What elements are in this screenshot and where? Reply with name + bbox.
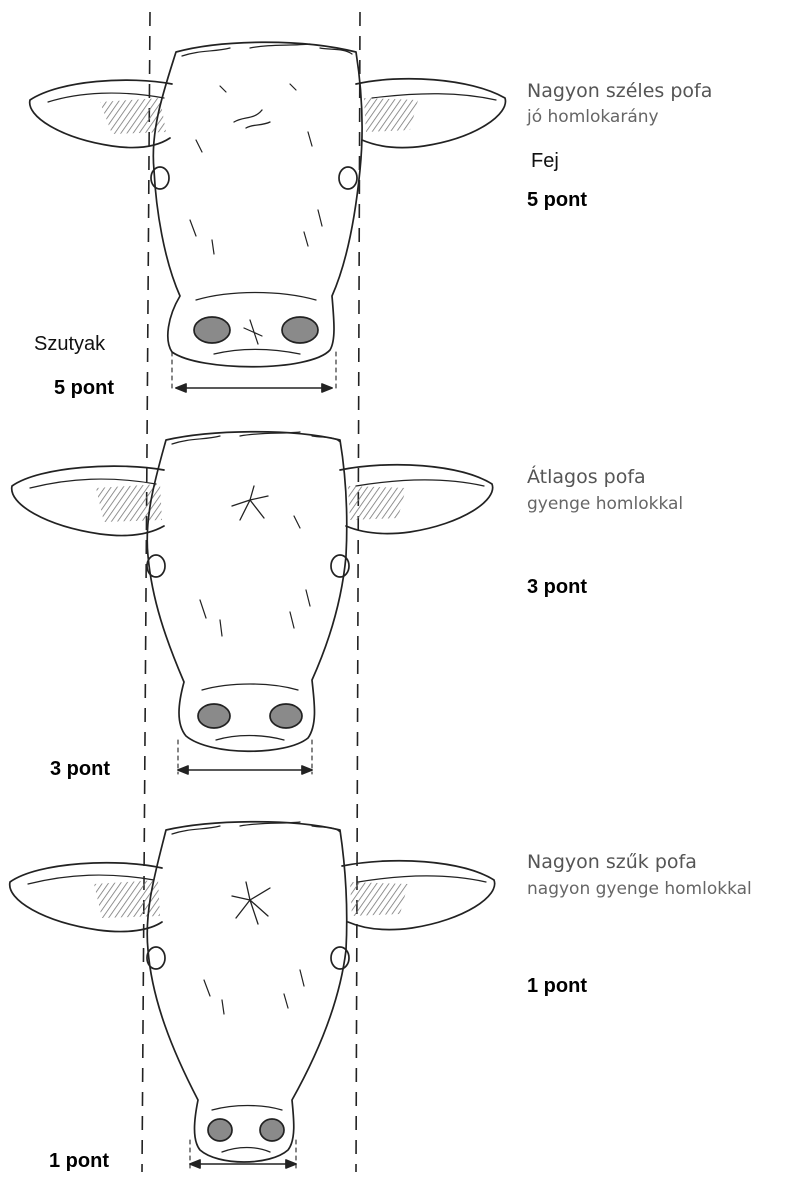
row1-subtitle: jó homlokarány <box>527 107 659 127</box>
muzzle-section-label: Szutyak <box>34 333 105 356</box>
right-eye <box>331 555 349 577</box>
face-outline <box>147 432 347 752</box>
right-eye <box>339 167 357 189</box>
row1-head-score: 5 pont <box>527 189 587 212</box>
row3-subtitle: nagyon gyenge homlokkal <box>527 879 752 899</box>
left-nostril <box>208 1119 232 1141</box>
face-outline <box>147 822 347 1162</box>
row3-title: Nagyon szűk pofa <box>527 851 697 873</box>
row3-muzzle-score: 1 pont <box>49 1150 109 1173</box>
left-nostril <box>194 317 230 343</box>
row1-title: Nagyon széles pofa <box>527 80 712 102</box>
right-eye <box>331 947 349 969</box>
reference-line-left <box>142 12 150 1172</box>
row2-title: Átlagos pofa <box>527 466 646 488</box>
row2-subtitle: gyenge homlokkal <box>527 494 683 514</box>
head-section-label: Fej <box>531 150 559 173</box>
row2-head-score: 3 pont <box>527 576 587 599</box>
row2-muzzle-score: 3 pont <box>50 758 110 781</box>
row3-head-score: 1 pont <box>527 975 587 998</box>
left-nostril <box>198 704 230 728</box>
face-outline <box>153 42 362 367</box>
right-nostril <box>270 704 302 728</box>
right-nostril <box>260 1119 284 1141</box>
cow-head-narrow <box>10 822 495 1170</box>
left-eye <box>147 947 165 969</box>
cow-head-average <box>12 432 493 774</box>
right-nostril <box>282 317 318 343</box>
row1-muzzle-score: 5 pont <box>54 377 114 400</box>
